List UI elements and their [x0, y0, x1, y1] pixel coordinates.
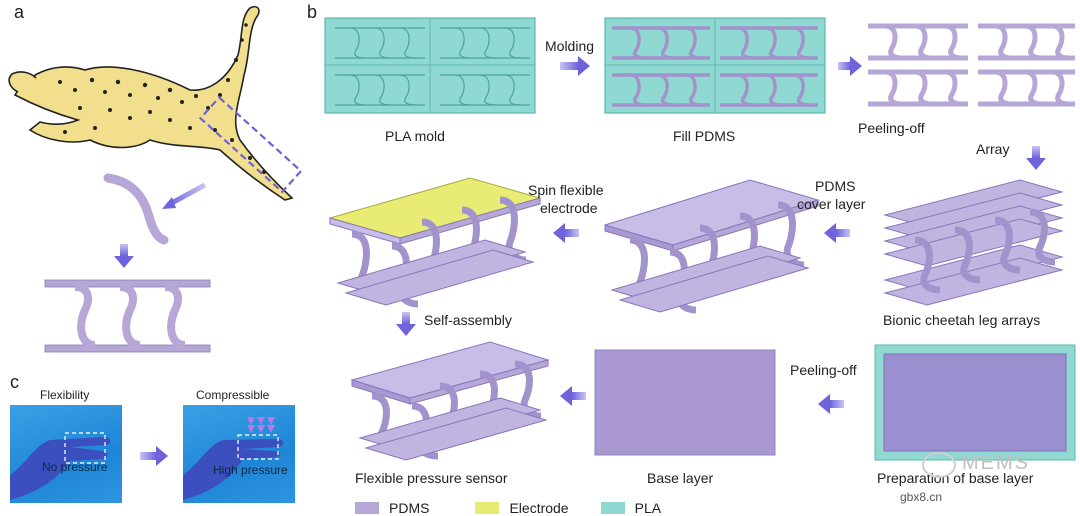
arrow-self-assembly — [402, 312, 410, 324]
peeled-arrays-drawing — [868, 23, 1075, 107]
legend-label-pla: PLA — [634, 500, 662, 516]
bionic-arrays-drawing — [883, 179, 1064, 306]
legend-swatch-pdms — [355, 502, 379, 514]
prep-base-drawing — [874, 344, 1076, 461]
label-no-pressure: No pressure — [42, 460, 108, 474]
watermark-mems: MEMS — [962, 452, 1030, 474]
flexible-sensor-drawing — [350, 341, 550, 461]
watermark-site: gbx8.cn — [900, 490, 943, 504]
arrow-base-to-sensor — [572, 392, 586, 400]
cheetah-illustration — [8, 5, 303, 201]
label-flexibility: Flexibility — [40, 388, 90, 402]
label-peeling-off-top: Peeling-off — [858, 120, 925, 136]
label-bionic-arrays: Bionic cheetah leg arrays — [883, 312, 1041, 328]
label-fill-pdms: Fill PDMS — [673, 128, 736, 144]
arrow-array — [1032, 146, 1040, 158]
legend-label-electrode: Electrode — [509, 500, 569, 516]
leg-array-a — [44, 279, 211, 353]
wechat-logo-icon — [922, 452, 956, 478]
arrow-peeling-top — [838, 62, 850, 70]
pla-mold-drawing — [324, 17, 536, 114]
arrow-cover — [836, 229, 850, 237]
label-spin-1: Spin flexible — [528, 182, 604, 198]
arrow-photos — [140, 452, 156, 460]
label-compressible: Compressible — [196, 388, 270, 402]
panel-label-a: a — [14, 2, 25, 22]
arrow-a-down — [120, 244, 128, 256]
arrow-prep-to-base — [830, 400, 844, 408]
electrode-device-drawing — [328, 177, 542, 308]
photo-flexibility: No pressure — [10, 405, 122, 503]
photo-compressible: High pressure — [183, 405, 295, 503]
label-pdms-cover-2: cover layer — [797, 196, 866, 212]
label-molding: Molding — [545, 38, 595, 54]
label-pdms-cover-1: PDMS — [815, 178, 856, 194]
label-peeling-off-bottom: Peeling-off — [790, 362, 857, 378]
label-spin-2: electrode — [540, 200, 598, 216]
label-prep-base: Preparation of base layer — [877, 470, 1034, 486]
panel-label-c: c — [10, 372, 19, 392]
base-layer-drawing — [594, 349, 776, 456]
glove-hand-icon — [10, 432, 111, 500]
legend-swatch-electrode — [475, 502, 500, 514]
legend-label-pdms: PDMS — [389, 500, 430, 516]
legend: PDMS Electrode PLA — [355, 500, 661, 516]
label-base-layer: Base layer — [647, 470, 714, 486]
fill-pdms-drawing — [604, 17, 826, 114]
arrow-electrode — [565, 229, 579, 237]
panel-label-b: b — [307, 2, 318, 22]
label-pla-mold: PLA mold — [385, 128, 445, 144]
label-high-pressure: High pressure — [213, 463, 288, 477]
glove-hand-pressed-icon — [183, 417, 284, 500]
label-flexible-sensor: Flexible pressure sensor — [355, 470, 508, 486]
arrow-a-diagonal — [166, 182, 207, 208]
label-array: Array — [976, 141, 1010, 157]
covered-device-drawing — [603, 179, 820, 314]
leg-curve — [103, 173, 169, 245]
arrow-molding — [560, 62, 578, 70]
label-self-assembly: Self-assembly — [424, 312, 512, 328]
legend-swatch-pla — [600, 502, 625, 514]
